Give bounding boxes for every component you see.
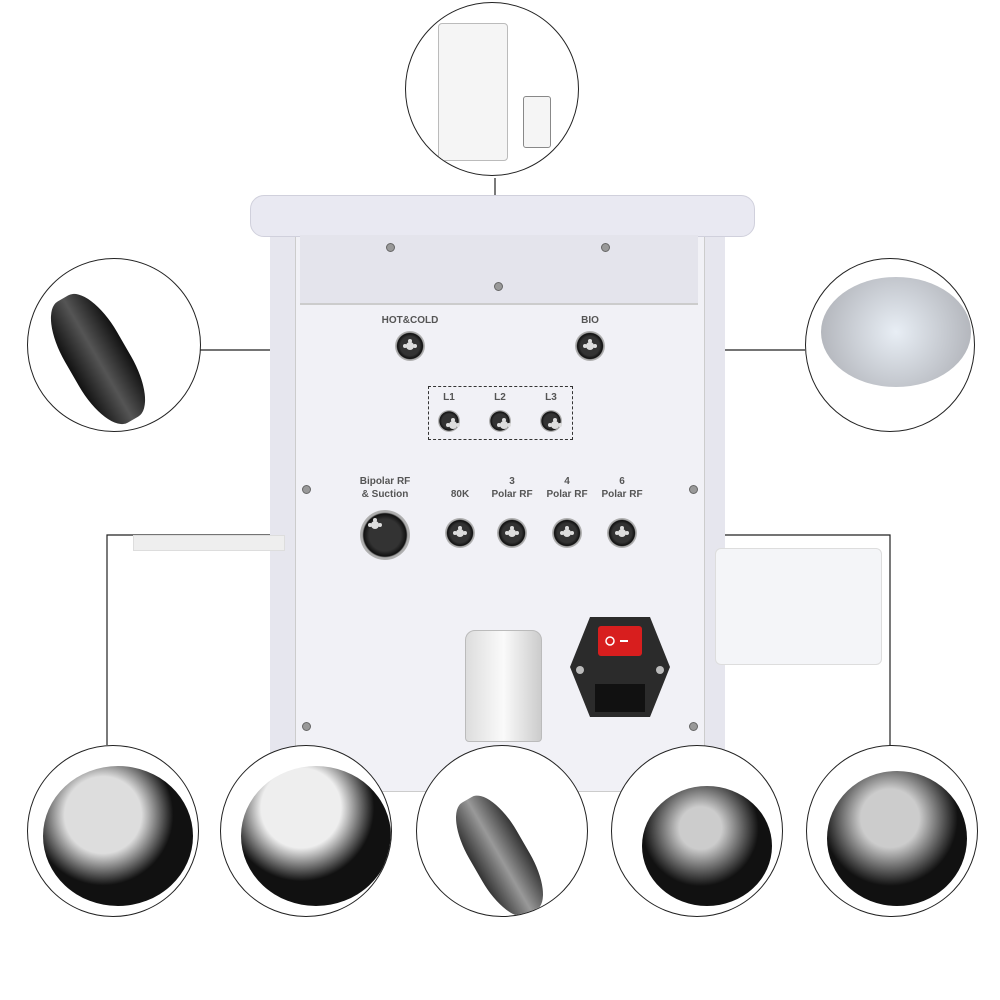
screw [689,722,698,731]
circle-bipolar-rf-handle [27,745,199,917]
circle-hot-cold-handle [27,258,201,432]
label-l2: L2 [494,392,506,403]
laser-pad-large [438,23,508,161]
label-line: 6 [619,476,625,487]
power-socket-icon [595,684,645,712]
suction-nozzle [465,630,542,742]
label-line: 4 [564,476,570,487]
circle-3-polar-rf-handle [416,745,588,917]
screw [386,243,395,252]
port-4-polar-rf[interactable] [552,518,582,548]
port-80k[interactable] [445,518,475,548]
power-inlet-module [570,617,670,717]
label-line: Polar RF [601,489,643,500]
port-bipolar-rf[interactable] [360,510,410,560]
label-bipolar-rf: Bipolar RF & Suction [360,475,411,501]
port-hot-cold[interactable] [395,331,425,361]
circle-80k-cavitation-handle [220,745,392,917]
side-basket-right [715,548,882,665]
circle-bio-handle [805,258,975,432]
tray-back [300,235,698,305]
label-line: Polar RF [546,489,588,500]
screw [302,485,311,494]
port-bio[interactable] [575,331,605,361]
port-6-polar-rf[interactable] [607,518,637,548]
label-80k: 80K [450,489,470,500]
handle-holder-tray [250,195,755,237]
port-l2[interactable] [489,410,511,432]
circle-6-polar-rf-handle [806,745,978,917]
laser-pad-small [523,96,551,148]
label-line: Bipolar RF [359,476,411,487]
port-l3[interactable] [540,410,562,432]
circle-4-polar-rf-handle [611,745,783,917]
screw [302,722,311,731]
circle-lipo-laser-pads [405,2,579,176]
label-line: & Suction [361,489,409,500]
label-hot-cold: HOT&COLD [381,315,439,326]
screw [601,243,610,252]
port-3-polar-rf[interactable] [497,518,527,548]
label-line: 3 [509,476,515,487]
port-l1[interactable] [438,410,460,432]
label-l3: L3 [545,392,557,403]
label-bio: BIO [581,315,599,326]
screw [689,485,698,494]
side-tray-left [133,535,285,551]
label-line: Polar RF [491,489,533,500]
label-l1: L1 [443,392,455,403]
screw [494,282,503,291]
l-ports-group [428,386,573,440]
